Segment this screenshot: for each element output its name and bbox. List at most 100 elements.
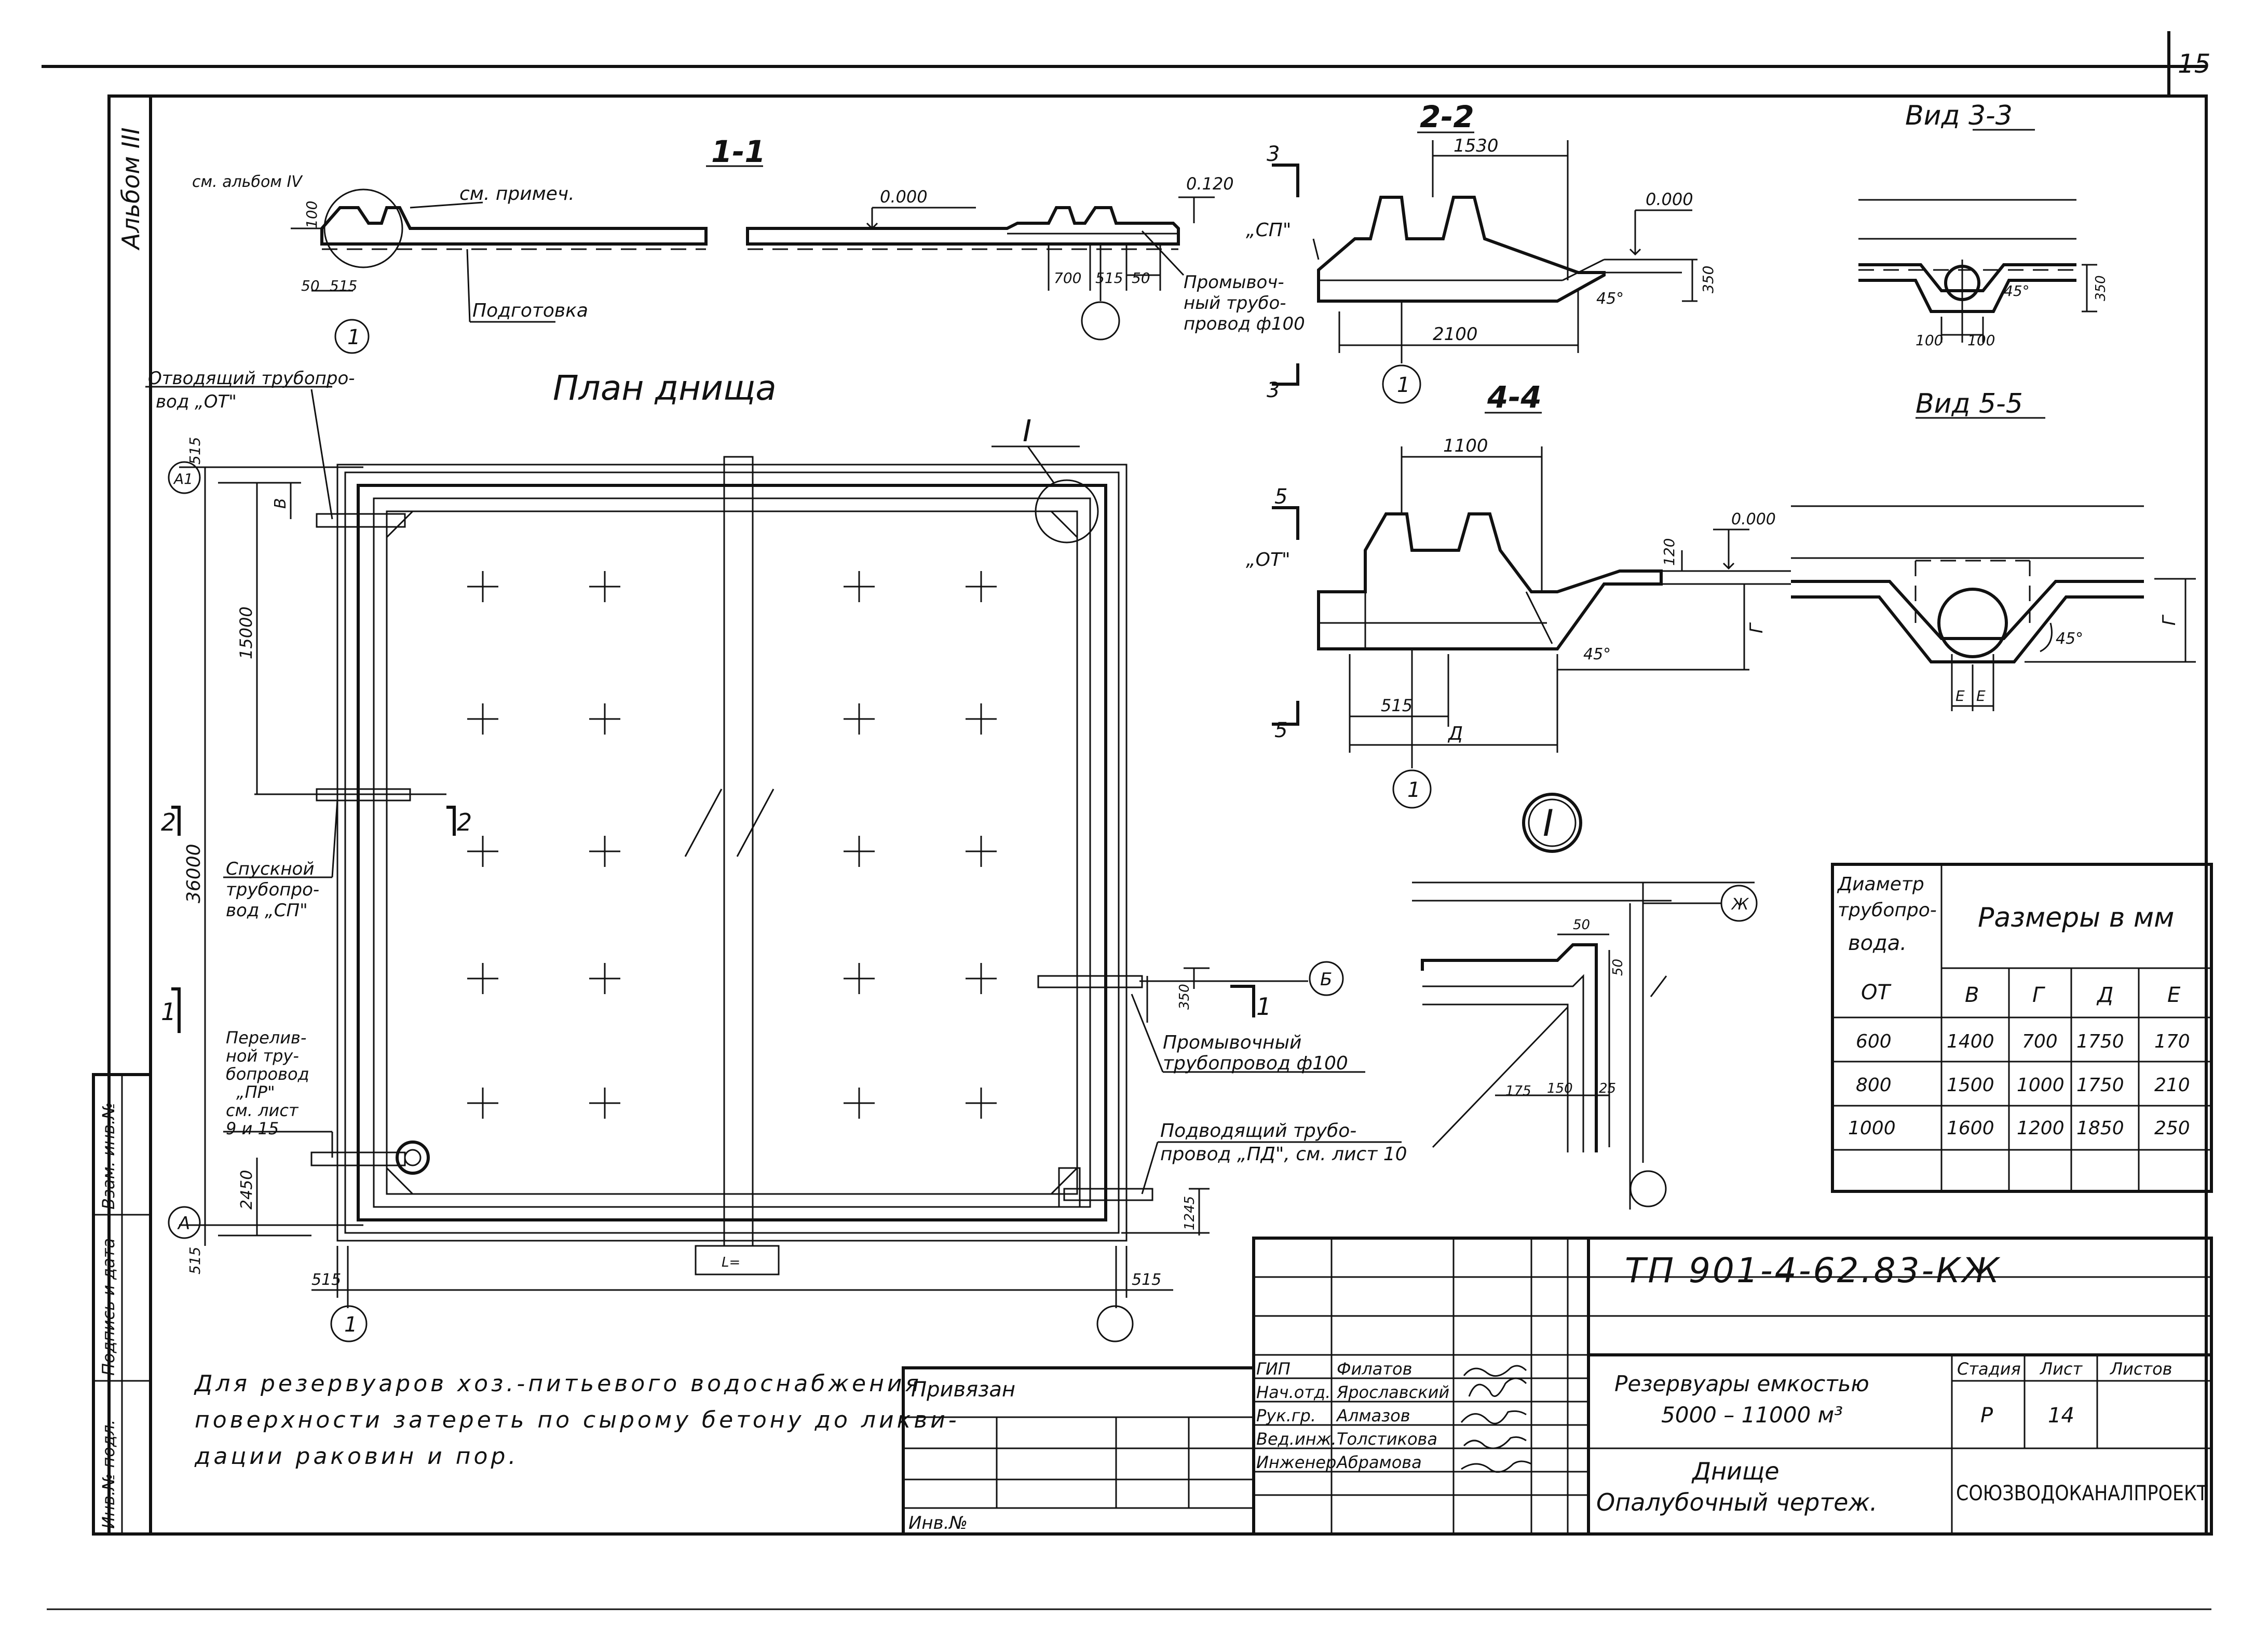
view-3-3-h350: 350 bbox=[2093, 275, 2109, 301]
section-1-1-see-sheet: см. альбом IV bbox=[192, 173, 303, 191]
note-line-3: дации раковин и пор. bbox=[194, 1443, 519, 1470]
table-r3-c0: 1000 bbox=[1848, 1118, 1896, 1139]
plan-axis-A1: А1 bbox=[173, 470, 193, 487]
section-2-2-dim-top: 1530 bbox=[1454, 135, 1499, 156]
staff-role-1: ГИП bbox=[1256, 1359, 1291, 1379]
section-2-2-dim-bot: 2100 bbox=[1433, 324, 1478, 345]
section-1-1-flush-3: провод ф100 bbox=[1184, 314, 1305, 334]
table-head-4: ОТ bbox=[1861, 981, 1892, 1004]
view-3-3-title: Вид 3-3 bbox=[1905, 100, 2013, 131]
title-project-1: Резервуары емкостью bbox=[1614, 1371, 1869, 1396]
title-sheet-2: Опалубочный чертеж. bbox=[1596, 1488, 1878, 1516]
title-sheets-label: Листов bbox=[2110, 1359, 2172, 1379]
section-1-1-title: 1-1 bbox=[711, 134, 766, 169]
section-2-2-cut-top: 3 bbox=[1267, 142, 1280, 166]
view-3-3-d100b: 100 bbox=[1967, 332, 1995, 349]
plan-dim-36000: 36000 bbox=[183, 844, 205, 903]
view-5-5 bbox=[1791, 417, 2196, 711]
section-4-4-h120: 120 bbox=[1661, 538, 1678, 566]
note-line-1: Для резервуаров хоз.-питьевого водоснабж… bbox=[194, 1370, 922, 1397]
title-sheet-label: Лист bbox=[2040, 1359, 2083, 1379]
plan-dim-right-515: 515 bbox=[1132, 1271, 1161, 1289]
section-4-4 bbox=[1272, 412, 1791, 809]
section-4-4-g: Г bbox=[1746, 622, 1767, 633]
section-1-1-dim-50b: 50 bbox=[1132, 269, 1150, 287]
section-2-2-sp: „СП" bbox=[1246, 220, 1291, 241]
section-4-4-d: Д bbox=[1447, 723, 1463, 744]
staff-role-5: Инженер bbox=[1256, 1452, 1336, 1472]
stamp-inv-label: Инв.№ подл. bbox=[99, 1419, 118, 1529]
section-1-1-dim-515b: 515 bbox=[1095, 269, 1123, 287]
title-stage-label: Стадия bbox=[1957, 1359, 2021, 1379]
title-stage: Р bbox=[1980, 1404, 1993, 1428]
section-1-1-dim-515a: 515 bbox=[330, 277, 357, 294]
title-inv-label: Инв.№ bbox=[908, 1513, 968, 1533]
section-2-2-axis: 1 bbox=[1397, 373, 1410, 397]
plan-supply-2: провод „ПД", см. лист 10 bbox=[1160, 1144, 1407, 1165]
album-label: Альбом III bbox=[117, 127, 145, 251]
plan-cut-2-right: 2 bbox=[457, 808, 472, 836]
plan-overflow-5: см. лист bbox=[226, 1101, 299, 1120]
page-number: 15 bbox=[2178, 49, 2211, 79]
table-r1-c3: 1750 bbox=[2076, 1031, 2124, 1052]
section-1-1 bbox=[291, 165, 1215, 354]
plan-dim-2450: 2450 bbox=[238, 1170, 256, 1210]
title-code: ТП 901-4-62.83-КЖ bbox=[1625, 1251, 2001, 1291]
detail-I-d50b: 50 bbox=[1610, 959, 1626, 976]
detail-I-d175: 175 bbox=[1505, 1083, 1531, 1099]
table-col-v: В bbox=[1965, 983, 1979, 1007]
table-head-1: Диаметр bbox=[1837, 874, 1924, 895]
section-2-2-angle: 45° bbox=[1596, 290, 1624, 308]
plan-supply-1: Подводящий трубо- bbox=[1160, 1120, 1356, 1142]
plan-column-marks bbox=[467, 571, 997, 1119]
section-4-4-ot: „ОТ" bbox=[1246, 549, 1291, 571]
detail-I-d150: 150 bbox=[1547, 1081, 1573, 1096]
staff-role-4: Вед.инж. bbox=[1256, 1429, 1337, 1449]
section-1-1-dim-100: 100 bbox=[303, 201, 320, 228]
view-3-3-angle: 45° bbox=[2004, 282, 2030, 300]
plan-cut-1-left: 1 bbox=[161, 998, 176, 1026]
plan-dim-350: 350 bbox=[1177, 984, 1192, 1010]
title-bound-label: Привязан bbox=[911, 1378, 1015, 1402]
side-stamp bbox=[92, 1073, 152, 1536]
plan-cut-2-left: 2 bbox=[161, 808, 176, 836]
table-col-g: Г bbox=[2032, 983, 2045, 1007]
table-r2-c0: 800 bbox=[1856, 1075, 1892, 1096]
title-sheet-1: Днище bbox=[1691, 1457, 1780, 1485]
staff-name-3: Алмазов bbox=[1336, 1406, 1410, 1425]
view-5-5-e2: Е bbox=[1976, 687, 1986, 704]
plan-flush-2: трубопровод ф100 bbox=[1163, 1053, 1348, 1074]
section-4-4-cut-bot: 5 bbox=[1274, 718, 1287, 742]
plan-callout-I: I bbox=[1023, 413, 1031, 449]
section-4-4-angle: 45° bbox=[1583, 645, 1611, 663]
section-1-1-see-note: см. примеч. bbox=[459, 183, 575, 205]
plan-overflow-1: Перелив- bbox=[226, 1028, 306, 1048]
plan-drain-1: Спускной bbox=[226, 859, 314, 879]
staff-name-2: Ярославский bbox=[1336, 1382, 1449, 1402]
plan-dim-left-515: 515 bbox=[311, 1271, 341, 1289]
staff-role-2: Нач.отд. bbox=[1256, 1382, 1330, 1402]
title-block bbox=[902, 1237, 2213, 1536]
table-r3-c3: 1850 bbox=[2076, 1118, 2124, 1139]
table-r2-c4: 210 bbox=[2154, 1075, 2190, 1096]
staff-role-3: Рук.гр. bbox=[1256, 1406, 1316, 1425]
table-r2-c2: 1000 bbox=[2017, 1075, 2065, 1096]
view-5-5-title: Вид 5-5 bbox=[1916, 388, 2023, 419]
sizes-table bbox=[1831, 863, 2213, 1193]
table-r1-c4: 170 bbox=[2154, 1031, 2190, 1052]
table-r3-c4: 250 bbox=[2154, 1118, 2190, 1139]
section-2-2-h350: 350 bbox=[1700, 266, 1717, 293]
section-2-2 bbox=[1272, 131, 1697, 404]
table-head-2: трубопро- bbox=[1838, 900, 1937, 921]
staff-name-4: Толстикова bbox=[1337, 1429, 1437, 1449]
section-4-4-d515: 515 bbox=[1381, 696, 1413, 715]
section-4-4-axis: 1 bbox=[1407, 778, 1420, 802]
plan-overflow-3: бопровод bbox=[226, 1064, 309, 1084]
section-1-1-level-120: 0.120 bbox=[1186, 174, 1234, 194]
plan-dim-top-515: 515 bbox=[186, 437, 203, 465]
plan-outlet-1: Отводящий трубопро- bbox=[148, 368, 355, 389]
plan-dim-bot-515: 515 bbox=[186, 1247, 203, 1274]
plan-overflow-6: 9 и 15 bbox=[226, 1119, 279, 1138]
plan-cut-1-right: 1 bbox=[1256, 993, 1271, 1021]
plan-axis-1: 1 bbox=[344, 1313, 357, 1337]
